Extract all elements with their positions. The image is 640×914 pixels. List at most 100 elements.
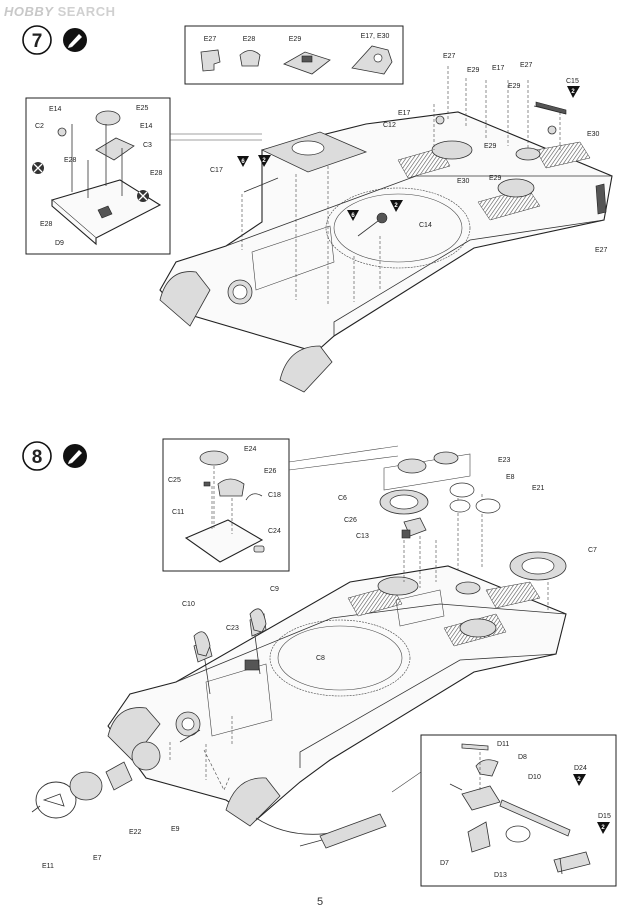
part-c10-shape: [193, 631, 211, 657]
part-label: E14: [140, 123, 153, 130]
part-label: E27: [595, 247, 608, 254]
flag-number: 6: [241, 159, 245, 165]
part-label: C3: [143, 142, 152, 149]
part-label: C10: [182, 601, 195, 608]
part-e22-shape: [105, 761, 133, 791]
part-label: E29: [489, 175, 502, 182]
part-e28-shape: [239, 50, 261, 67]
part-label: C14: [419, 222, 432, 229]
part-label: D24: [574, 765, 587, 772]
disc-e21: [475, 498, 501, 514]
mg-barrel: [319, 813, 387, 849]
part-d8-shape: [475, 759, 499, 777]
part-label: E22: [129, 829, 142, 836]
part-label: E11: [42, 863, 54, 870]
part-c9-shape: [249, 608, 267, 633]
watermark: HOBBY SEARCH: [4, 4, 115, 19]
part-d11-shape: [461, 743, 489, 751]
part-label: C18: [268, 492, 281, 499]
flag-number: 6: [351, 213, 355, 219]
part-label: D11: [497, 741, 509, 748]
step-7: 7 E27 E28 E29 E17, E30: [22, 25, 613, 393]
part-label: C25: [168, 477, 181, 484]
part-label: E29: [484, 143, 497, 150]
part-label: E29: [508, 83, 521, 90]
part-label: C23: [226, 625, 239, 632]
part-e29-shape: [283, 51, 331, 75]
part-label: C15: [566, 78, 579, 85]
step-7-paint-icon: [63, 28, 87, 52]
part-label: E24: [244, 446, 257, 453]
part-label: E29: [467, 67, 480, 74]
part-label: C6: [338, 495, 347, 502]
step-8-exploded-parts: [31, 482, 567, 849]
disc-e23: [449, 482, 475, 498]
part-label: C9: [270, 586, 279, 593]
part-d15-shape: [553, 851, 591, 873]
flag-number: 2: [262, 158, 266, 164]
part-d7-shape: [467, 821, 491, 853]
step-8-number: 8: [32, 447, 43, 468]
hull-fender: [279, 345, 333, 393]
part-label: E30: [587, 131, 600, 138]
warning-icon: [137, 190, 149, 202]
part-label: E28: [64, 157, 77, 164]
step-7-main-labels: E27 E29 E17 E27 E29 C15 E17 E30 C12 E29 …: [210, 53, 608, 254]
part-label: E30: [457, 178, 470, 185]
part-label: C26: [344, 517, 357, 524]
part-label: C13: [356, 533, 369, 540]
disc-e8: [449, 499, 471, 513]
step-8-hull: [107, 451, 567, 827]
part-label: C12: [383, 122, 396, 129]
part-label: E27: [204, 36, 217, 43]
part-label: E21: [532, 485, 545, 492]
part-label: E28: [150, 170, 163, 177]
step-8: 8 E24 C25 E26 C18: [22, 438, 617, 887]
part-label: E8: [506, 474, 515, 481]
part-label: D8: [518, 754, 527, 761]
step-7-number: 7: [32, 31, 43, 52]
watermark-text: SEARCH: [57, 4, 116, 19]
part-label: C24: [268, 528, 281, 535]
part-label: E14: [49, 106, 62, 113]
part-label: D13: [494, 872, 507, 879]
hull-fender: [107, 707, 161, 761]
flag-number: 2: [577, 777, 581, 783]
part-e27-shape: [200, 49, 221, 72]
part-label: C17: [210, 167, 223, 174]
part-label: D9: [55, 240, 64, 247]
warning-icon: [32, 162, 44, 174]
part-label: C2: [35, 123, 44, 130]
flag-number: 2: [601, 825, 605, 831]
part-label: E9: [171, 826, 180, 833]
step-7-parts-box: E27 E28 E29 E17, E30: [184, 25, 404, 85]
mg-receiver: [499, 799, 571, 837]
part-label: E28: [243, 36, 256, 43]
part-label: E27: [520, 62, 533, 69]
step-7-flags: 6 2 6 2 2: [237, 86, 580, 221]
part-label: C11: [172, 509, 184, 516]
part-e17-e30-shape: [351, 45, 393, 75]
part-label: E7: [93, 855, 102, 862]
part-label: D10: [528, 774, 541, 781]
part-label: E26: [264, 468, 277, 475]
watermark-logo: HOBBY: [4, 4, 54, 19]
part-e7-shape: [69, 771, 103, 801]
step-7-number-badge: 7: [22, 25, 52, 55]
step-8-main-labels: E23 E8 C6 E21 C26 C13 C7 C9 C10 C23 C8 E…: [42, 457, 597, 870]
part-label: D7: [440, 860, 449, 867]
step-8-flags: 2 2: [573, 774, 610, 834]
step-8-detail-box: D11 D8 D10 D24 D7 D13 D15: [391, 734, 617, 887]
part-d10-shape: [461, 785, 501, 811]
part-d13-shape: [505, 825, 531, 843]
part-e9-shape: [131, 741, 161, 771]
part-label: E25: [136, 105, 149, 112]
step-8-inset-box: E24 C25 E26 C18 C11 C24: [162, 438, 399, 572]
part-label: E29: [289, 36, 302, 43]
part-label: E17, E30: [361, 33, 390, 40]
part-label: C7: [588, 547, 597, 554]
hull-fender: [159, 271, 211, 327]
hull-fender: [225, 777, 281, 827]
